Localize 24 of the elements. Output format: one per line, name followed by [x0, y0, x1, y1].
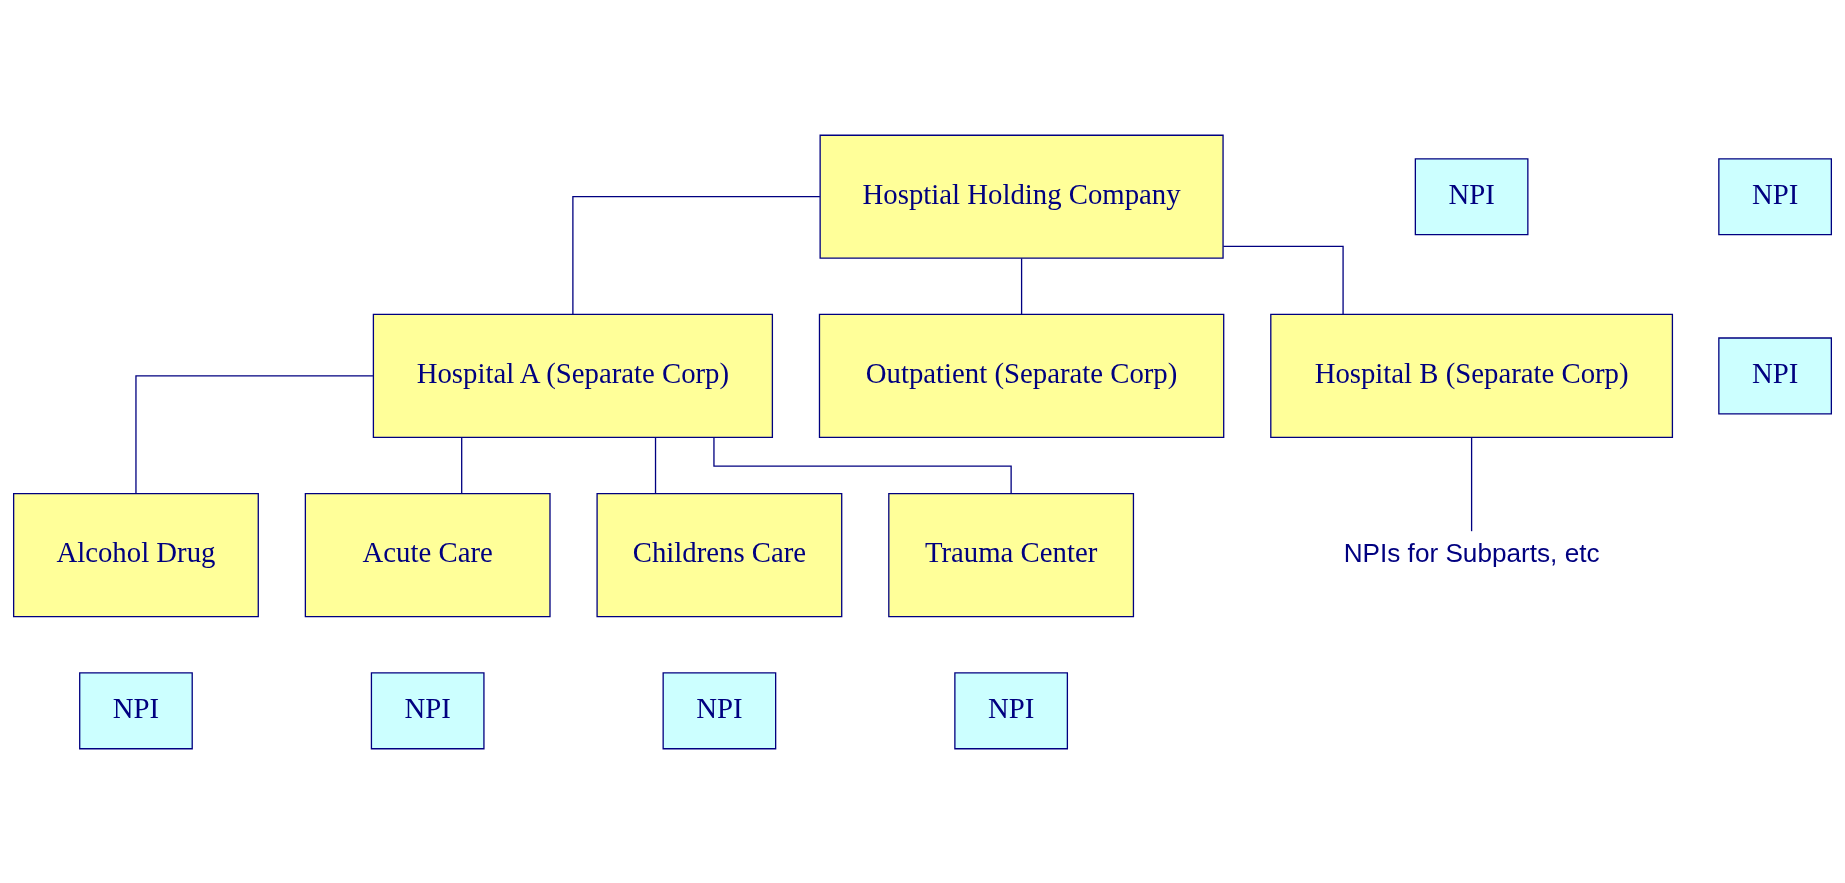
node-box: Outpatient (Separate Corp) — [818, 313, 1225, 438]
connector — [1222, 245, 1344, 315]
connector — [461, 436, 463, 494]
node-box: Childrens Care — [596, 492, 843, 617]
node-text: NPIs for Subparts, etc — [1343, 537, 1600, 568]
connector — [1470, 436, 1473, 532]
connector — [572, 195, 821, 315]
node-box: NPI — [662, 671, 777, 749]
node-box: Acute Care — [304, 492, 551, 617]
node-box: Hospital A (Separate Corp) — [372, 313, 774, 438]
node-box: NPI — [1414, 157, 1529, 235]
connector — [654, 436, 657, 494]
node-box: NPI — [370, 671, 485, 749]
node-box: NPI — [954, 671, 1069, 749]
node-box: NPI — [79, 671, 193, 749]
node-box: Alcohol Drug — [13, 492, 259, 617]
node-box: Trauma Center — [888, 492, 1135, 617]
node-box: NPI — [1718, 157, 1832, 235]
node-box: Hospital B (Separate Corp) — [1270, 313, 1674, 438]
connector — [1020, 257, 1023, 315]
node-box: NPI — [1718, 336, 1832, 415]
connector — [713, 436, 1012, 494]
node-box: Hosptial Holding Company — [819, 134, 1224, 259]
connector — [135, 374, 374, 494]
